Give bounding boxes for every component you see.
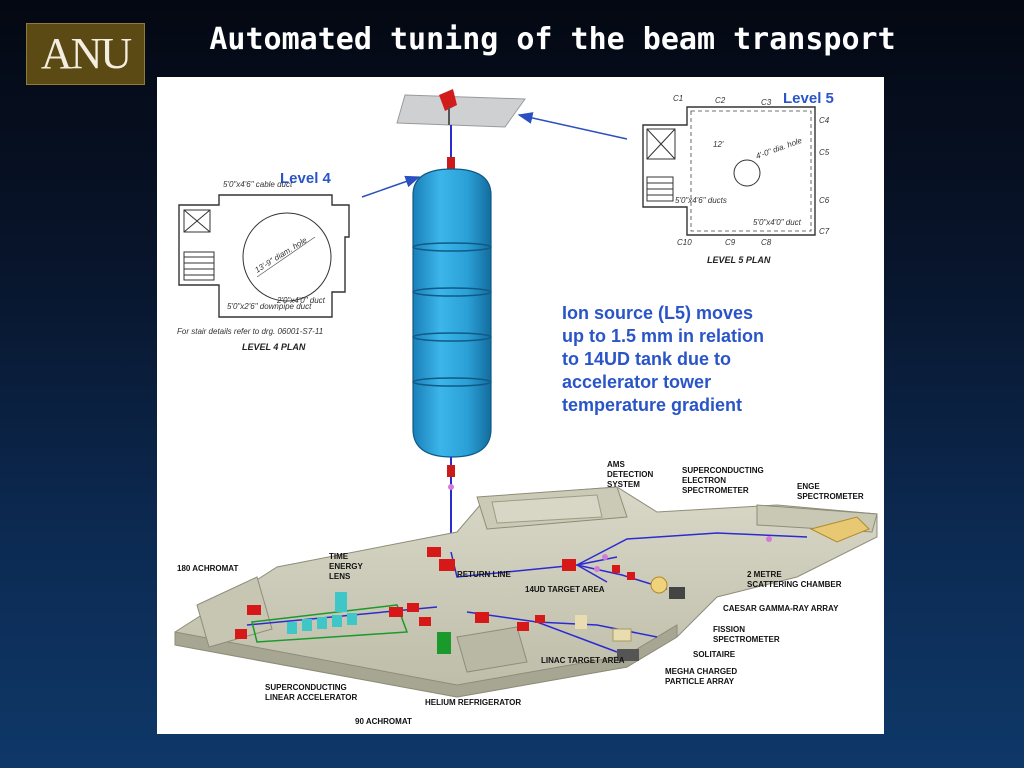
info-line: to 14UD tank due to	[562, 349, 732, 369]
linac-green-line	[251, 604, 409, 643]
level5-label: Level 5	[783, 90, 834, 107]
svg-text:CAESAR GAMMA-RAY ARRAY: CAESAR GAMMA-RAY ARRAY	[723, 604, 839, 613]
svg-text:HELIUM REFRIGERATOR: HELIUM REFRIGERATOR	[425, 698, 521, 707]
svg-text:90 ACHROMAT: 90 ACHROMAT	[355, 717, 412, 726]
svg-text:RETURN LINE: RETURN LINE	[457, 570, 511, 579]
svg-text:C10: C10	[677, 238, 692, 247]
anu-logo: ANU	[26, 23, 145, 85]
svg-text:For stair details refer to drg: For stair details refer to drg. 06001-S7…	[177, 327, 323, 336]
14ud-tank	[412, 168, 492, 458]
svg-text:C7: C7	[819, 227, 830, 236]
svg-text:5'0"x4'6" cable duct: 5'0"x4'6" cable duct	[223, 180, 293, 189]
ion-source-magnet	[447, 157, 455, 171]
info-line: Ion source (L5) moves	[562, 303, 754, 323]
diagram-canvas: Level 4 5'0"x4'6" cable duct For stair d…	[174, 89, 878, 726]
svg-text:C6: C6	[819, 196, 830, 205]
svg-text:2'0"x4'0" duct: 2'0"x4'0" duct	[276, 296, 326, 305]
beam-transport-diagram: Level 4 5'0"x4'6" cable duct For stair d…	[157, 77, 884, 734]
ion-source-platform	[396, 89, 526, 128]
level4-label: Level 4	[280, 170, 332, 187]
arrow-level4	[361, 175, 421, 198]
svg-text:C3: C3	[761, 98, 772, 107]
slide-title: Automated tuning of the beam transport	[209, 22, 896, 57]
laboratory-floor	[174, 486, 878, 698]
svg-text:180 ACHROMAT: 180 ACHROMAT	[177, 564, 238, 573]
info-line: accelerator tower	[562, 372, 712, 392]
level5-plan-title: LEVEL 5 PLAN	[707, 255, 771, 265]
lab-components	[235, 516, 870, 661]
svg-text:C5: C5	[819, 148, 830, 157]
svg-text:C4: C4	[819, 116, 830, 125]
svg-text:5'0"x4'6" ducts: 5'0"x4'6" ducts	[675, 196, 727, 205]
info-text: Ion source (L5) moves up to 1.5 mm in re…	[562, 302, 822, 417]
svg-text:LINAC TARGET AREA: LINAC TARGET AREA	[541, 656, 625, 665]
svg-text:C9: C9	[725, 238, 736, 247]
svg-text:5'0"x2'6" downpipe duct: 5'0"x2'6" downpipe duct	[227, 302, 312, 311]
info-line: temperature gradient	[562, 395, 743, 415]
svg-text:5'0"x4'0" duct: 5'0"x4'0" duct	[753, 218, 802, 227]
svg-text:14UD TARGET AREA: 14UD TARGET AREA	[525, 585, 605, 594]
level4-plan: Level 4 5'0"x4'6" cable duct For stair d…	[177, 170, 350, 352]
svg-text:12': 12'	[713, 140, 724, 149]
logo-text: ANU	[40, 29, 132, 78]
info-line: up to 1.5 mm in relation	[562, 326, 765, 346]
arrow-level5	[517, 112, 628, 140]
svg-text:C2: C2	[715, 96, 726, 105]
level5-plan: Level 5 5'0"x4'6" ducts 4'-0" dia. hole …	[642, 90, 834, 265]
level4-plan-title: LEVEL 4 PLAN	[242, 342, 306, 352]
svg-text:C1: C1	[673, 94, 683, 103]
svg-text:SOLITAIRE: SOLITAIRE	[693, 650, 736, 659]
svg-text:C8: C8	[761, 238, 772, 247]
